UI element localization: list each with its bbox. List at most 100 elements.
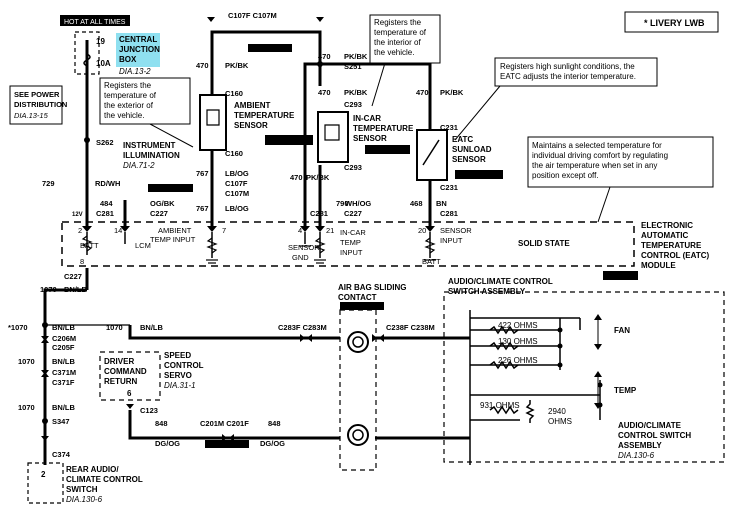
w470e: 470 [416,88,429,97]
airbag-coil-1 [347,331,369,353]
w468c: BN [436,199,447,208]
airbag-coil-2-inner [352,429,364,441]
ambient-dia-tag [265,135,313,145]
audio-b3: ASSEMBLY [618,441,662,450]
w1070ec: BN/LB [52,403,75,412]
c371m: C371M [52,368,76,377]
audio-t2: SWITCH ASSEMBLY [448,287,526,296]
callout-incar-box [369,14,441,64]
callout-incar-text: Registers the temperature of the interio… [374,18,428,57]
rear-audio-box [27,462,64,504]
callout-module-l3: the air temperature when set in any [532,161,657,170]
w470c: 470 [318,88,331,97]
callout-sunload-l1: Registers high sunlight conditions, the [500,62,635,71]
module-grounds [206,245,436,264]
cjb-line1: CENTRAL [119,35,157,44]
w767ac: LB/OG [225,169,249,178]
r-2940-ohms: OHMS [548,417,572,426]
callout-incar-l1: Registers the [374,18,422,27]
instr-line2: ILLUMINATION [123,151,180,160]
audio-arrow-heads [594,314,602,409]
sens-in: SENSOR [440,226,472,235]
power-line1: SEE POWER [14,90,60,99]
w1070c: 1070 [106,323,123,332]
c206m: C206M [52,334,76,343]
callout-ambient-box [99,77,191,125]
lcm: LCM [135,241,151,250]
c123: C123 [140,406,158,415]
speed-l2: COMMAND [104,367,147,376]
fuse-amp: 10A [96,59,111,68]
callout-module-box [527,136,714,188]
w848b: 848 [268,419,281,428]
audio-switch-box [443,291,725,463]
pin-8: 8 [80,257,84,266]
incar-in3: INPUT [340,248,363,257]
sunload-sensor-body [416,129,448,181]
module-dia-tag [603,271,638,280]
s347: S347 [52,417,70,426]
hot-label-box [60,15,130,26]
sunload-l2: SUNLOAD [452,145,492,154]
ambient-l2: TEMPERATURE [234,111,295,120]
incar-l1: IN-CAR [353,114,381,123]
speed-s1: SPEED [164,351,191,360]
w468: 468 [410,199,423,208]
callout-incar-l2: temperature of [374,28,427,37]
pin-14: 14 [114,226,122,235]
solid-state: SOLID STATE [518,239,570,248]
speed-control-box [99,351,161,401]
hot-label: HOT AT ALL TIMES [64,19,126,26]
s251: S251 [344,62,362,71]
w470dc: PK/BK [306,173,330,182]
c107f: C107F [225,179,248,188]
audio-b2: CONTROL SWITCH [618,431,691,440]
r-226: 226 OHMS [498,356,538,365]
w790: 790 [336,199,349,208]
airbag-dia-tag [340,302,384,310]
w767b: 767 [196,204,209,213]
sens-in2: INPUT [440,236,463,245]
speed-s2: CONTROL [164,361,204,370]
batt-1: BATT [80,241,99,250]
rear-l2: CLIMATE CONTROL [66,475,143,484]
c107m: C107M [225,189,249,198]
audio-b1: AUDIO/CLIMATE [618,421,682,430]
c281b: C281 [310,209,328,218]
s262-label: S262 [96,138,114,147]
w1070cc: BN/LB [140,323,163,332]
audio-t1: AUDIO/CLIMATE CONTROL [448,277,553,286]
c281a: C281 [96,209,114,218]
c205f: C205F [52,343,75,352]
w729: 729 [42,179,55,188]
w470d: 470 [290,173,303,182]
module-title-4: CONTROL (EATC) [641,251,709,260]
callout-module-text: Maintains a selected temperature for ind… [532,141,670,180]
sunload-diode-icon [422,139,440,166]
c160a: C160 [225,89,243,98]
module-title-3: TEMPERATURE [641,241,702,250]
c293b: C293 [344,163,362,172]
eatc-module-box [61,221,635,267]
speed-s3: SERVO [164,371,192,380]
callout-sunload-box [494,57,658,87]
speed-l1: DRIVER [104,357,134,366]
c227a: C227 [150,209,168,218]
w470ec: PK/BK [440,88,464,97]
speed-pin: 6 [127,389,132,398]
ambient-sensor-body [199,94,227,151]
airbag-coil-2 [347,424,369,446]
incar-in2: TEMP [340,238,361,247]
w470a: 470 [196,61,209,70]
incar-l3: SENSOR [353,134,387,143]
airbag-coil-1-inner [352,336,364,348]
pin-4: 4 [298,226,302,235]
callout-ambient-l2: temperature of [104,91,157,100]
r-422: 422 OHMS [498,321,538,330]
w848bc: DG/OG [260,439,285,448]
incar-sensor-body [317,111,349,163]
c293a: C293 [344,100,362,109]
w1070d: 1070 [18,357,35,366]
rear-pin: 2 [41,470,46,479]
